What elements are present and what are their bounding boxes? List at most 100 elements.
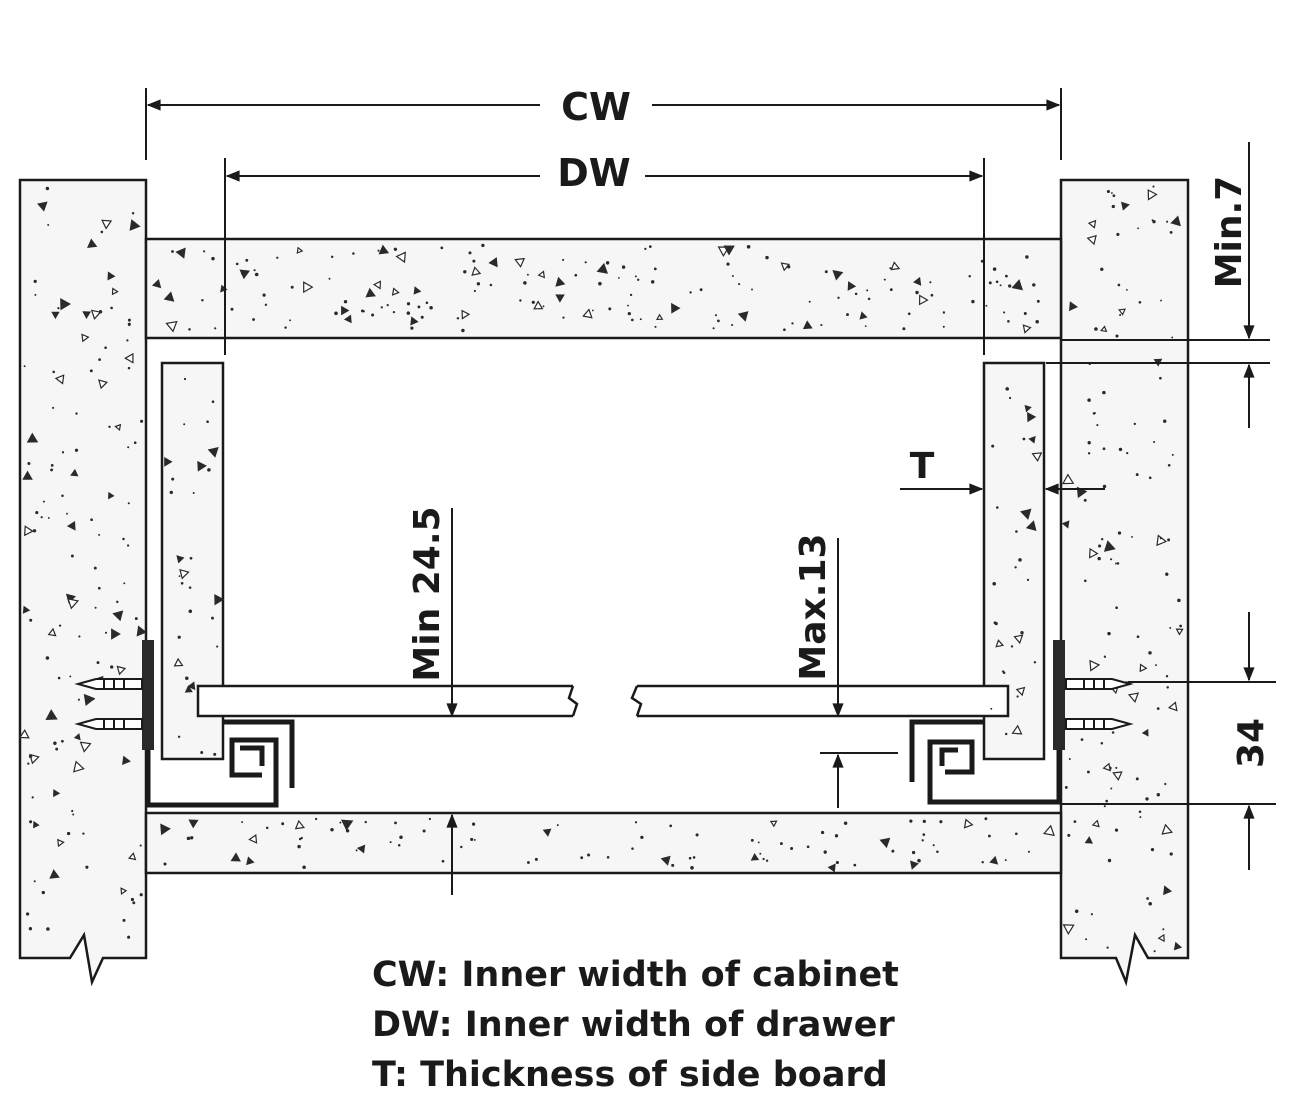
speckle-dot [1151,219,1154,222]
speckle-dot [45,656,50,660]
speckle-dot [1167,463,1171,467]
speckle-dot [177,735,181,739]
speckle-dot [932,844,935,847]
speckle-stone [1011,724,1023,735]
speckle-dot [468,251,472,255]
speckle-dot [241,821,244,824]
speckle-stone [343,314,352,324]
speckle-dot [74,448,79,452]
speckle-dot [355,849,358,852]
speckle-dot [27,762,30,765]
speckle-stone [112,610,124,622]
speckle-stone [655,313,664,321]
speckle-dot [235,262,239,266]
speckle-dot [699,288,703,292]
speckle-dot [835,860,839,865]
speckle-dot [1117,531,1122,535]
speckle-stone [780,262,791,272]
speckle-stone [1175,628,1184,636]
speckle-dot [1117,283,1121,287]
speckle-stone [410,316,419,326]
right-drawer-runner [909,640,1065,805]
speckle-dot [456,317,460,320]
speckle-stone [207,446,219,458]
speckle-dot [94,606,97,609]
speckle-dot [52,406,55,409]
speckle-stone [108,491,115,500]
speckle-stone [471,266,482,276]
speckle-dot [854,292,858,296]
speckle-stone [37,201,48,212]
speckle-dot [189,556,193,560]
speckle-stone [1088,547,1099,559]
speckle-dot [1036,299,1040,303]
speckle-dot [489,283,493,287]
speckle-dot [92,697,95,701]
speckle-dot [389,841,392,844]
speckle-dot [984,817,988,821]
speckle-stone [1156,534,1168,547]
speckle-dot [264,303,268,306]
speckle-dot [688,856,692,860]
speckle-dot [1115,766,1118,769]
speckle-dot [731,275,734,277]
d34-label: 34 [1231,718,1272,768]
speckle-dot [746,245,751,249]
speckle-dot [440,246,444,250]
speckle-dot [302,865,306,869]
speckle-stone [79,741,92,753]
speckle-dot [314,817,318,821]
speckle-stone [1141,728,1149,737]
speckle-stone [847,281,857,291]
speckle-dot [473,289,476,293]
speckle-dot [122,918,126,922]
speckle-stone [184,685,193,693]
speckle-dot [330,255,334,259]
speckle-dot [1169,230,1173,234]
speckle-stone [82,311,92,319]
speckle-dot [1101,538,1104,541]
drawer-bottom-board [196,684,1010,718]
speckle-dot [254,272,259,277]
speckle-dot [289,319,292,322]
speckle-dot [1131,535,1133,538]
speckle-dot [630,318,634,322]
speckle-dot [139,893,143,897]
speckle-dot [380,306,383,309]
speckle-stone [533,300,544,310]
speckle-stone [660,855,671,866]
cabinet-right-panel [1059,178,1190,987]
speckle-dot [1179,624,1182,628]
speckle-dot [1086,770,1090,774]
speckle-dot [1073,820,1077,823]
speckle-dot [1153,440,1156,444]
speckle-dot [1148,476,1152,480]
speckle-dot [574,273,578,277]
speckle-dot [556,824,559,827]
speckle-dot [29,820,33,824]
speckle-dot [1116,232,1120,236]
speckle-dot [562,316,565,319]
speckle-dot [1146,897,1149,900]
speckle-dot [1106,189,1110,194]
speckle-dot [360,309,364,313]
speckle-dot [40,516,43,519]
speckle-dot [971,299,975,304]
speckle-dot [1115,334,1119,338]
speckle-stone [116,665,127,676]
speckle-stone [1015,686,1026,697]
speckle-dot [177,635,181,639]
speckle-dot [1025,255,1029,259]
speckle-stone [1011,279,1023,291]
speckle-stone [81,333,90,343]
drawer-right-side-board [982,361,1046,761]
speckle-dot [1107,631,1111,636]
speckle-dot [252,318,256,321]
speckle-dot [808,300,811,303]
speckle-dot [990,707,993,710]
speckle-dot [169,490,173,495]
speckle-dot [300,836,303,840]
speckle-dot [1169,852,1173,856]
speckle-stone [413,286,422,295]
speckle-stone [197,460,207,472]
